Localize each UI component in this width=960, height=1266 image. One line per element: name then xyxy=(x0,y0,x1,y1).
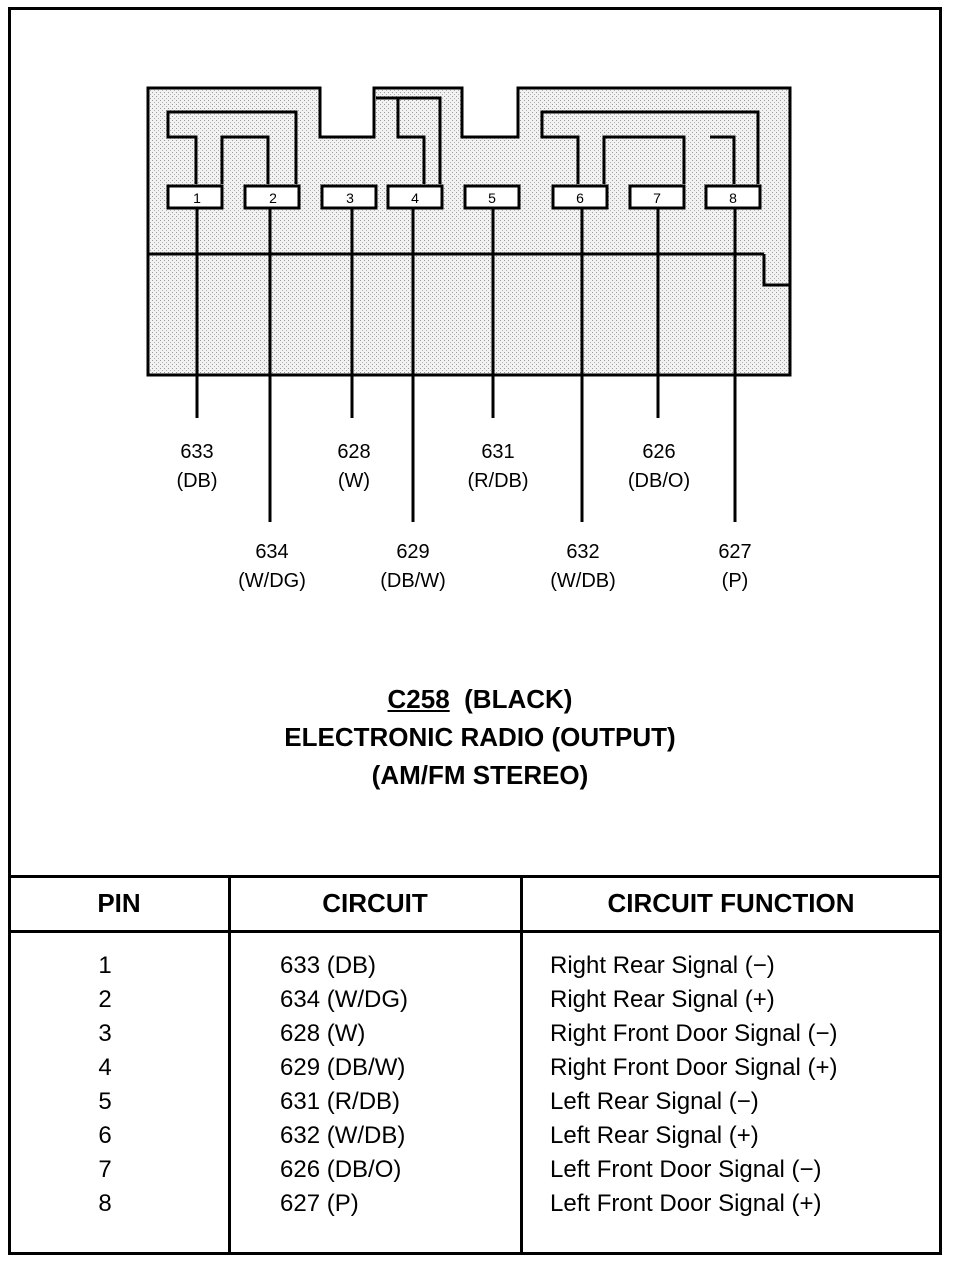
pin-terminals xyxy=(166,184,762,210)
connector-name: ELECTRONIC RADIO (OUTPUT) xyxy=(284,722,676,752)
circuit-number: 629 xyxy=(396,541,430,563)
trace-pins-3-4 xyxy=(376,96,442,184)
pin-number-1: 1 xyxy=(193,190,201,206)
pin-cell: 5 xyxy=(98,1088,112,1115)
wire-color: (W) xyxy=(337,470,371,492)
trace-pin-7 xyxy=(602,135,736,184)
function-cell: Right Rear Signal (−) xyxy=(550,952,775,979)
circuit-cell: 634 (W/DG) xyxy=(280,986,409,1013)
pin-cell: 4 xyxy=(98,1054,112,1081)
body-notch xyxy=(762,254,790,287)
function-cell: Right Front Door Signal (+) xyxy=(550,1054,838,1081)
function-cell: Left Rear Signal (−) xyxy=(550,1088,759,1115)
connector-diagram: 1 2 3 4 5 6 7 8 xyxy=(146,86,792,522)
pin-number-6: 6 xyxy=(576,190,584,206)
header-pin: PIN xyxy=(97,888,141,918)
function-cell: Left Rear Signal (+) xyxy=(550,1122,759,1149)
circuit-number: 628 xyxy=(337,441,371,463)
function-cell: Left Front Door Signal (+) xyxy=(550,1190,822,1217)
circuit-number: 626 xyxy=(642,441,676,463)
pin-terminal-8 xyxy=(704,184,762,210)
circuit-cell: 629 (DB/W) xyxy=(280,1054,406,1081)
pin-number-2: 2 xyxy=(269,190,277,206)
circuit-cell: 633 (DB) xyxy=(280,952,377,979)
outer-frame xyxy=(8,7,942,1255)
circuit-cell: 632 (W/DB) xyxy=(280,1122,406,1149)
pin-number-7: 7 xyxy=(653,190,661,206)
function-cell: Right Rear Signal (+) xyxy=(550,986,775,1013)
circuit-number: 633 xyxy=(180,441,214,463)
wire-color: (W/DG) xyxy=(238,570,306,592)
wire-color: (R/DB) xyxy=(467,470,529,492)
wire-label-626: 626 (DB/O) xyxy=(599,438,719,496)
pin-terminal-4 xyxy=(386,184,444,210)
connector-subtitle: (AM/FM STEREO) xyxy=(371,760,589,790)
circuit-cell: 628 (W) xyxy=(280,1020,366,1047)
table-col-divider-2 xyxy=(520,876,523,1254)
wire-label-628: 628 (W) xyxy=(294,438,414,496)
circuit-cell: 626 (DB/O) xyxy=(280,1156,402,1183)
trace-pins-6-8 xyxy=(540,110,760,184)
circuit-number: 632 xyxy=(566,541,600,563)
table-col-divider-1 xyxy=(228,876,231,1254)
wire-color: (P) xyxy=(721,570,749,592)
wire-color: (DB/O) xyxy=(627,470,691,492)
header-circuit-function: CIRCUIT FUNCTION xyxy=(607,888,855,918)
wire-label-633: 633 (DB) xyxy=(137,438,257,496)
wire-label-632: 632 (W/DB) xyxy=(523,538,643,596)
pin-cell: 1 xyxy=(98,952,112,979)
wire-color: (DB/W) xyxy=(380,570,446,592)
table-top-rule xyxy=(8,875,942,878)
pin-terminal-1 xyxy=(166,184,224,210)
pin-cell: 8 xyxy=(98,1190,112,1217)
pin-number-5: 5 xyxy=(488,190,496,206)
pin-terminal-6 xyxy=(551,184,609,210)
connector-color: (BLACK) xyxy=(464,684,573,714)
wire-label-631: 631 (R/DB) xyxy=(438,438,558,496)
trace-pin-2 xyxy=(220,135,270,184)
wire-label-634: 634 (W/DG) xyxy=(212,538,332,596)
connector-body xyxy=(146,86,792,377)
pin-number-4: 4 xyxy=(411,190,419,206)
pin-terminal-2 xyxy=(243,184,301,210)
header-circuit: CIRCUIT xyxy=(322,888,428,918)
pin-cell: 2 xyxy=(98,986,112,1013)
pin-terminal-3 xyxy=(320,184,378,210)
connector-title: C258 (BLACK) xyxy=(0,684,960,715)
wire-label-629: 629 (DB/W) xyxy=(353,538,473,596)
circuit-number: 631 xyxy=(481,441,515,463)
function-cell: Left Front Door Signal (−) xyxy=(550,1156,822,1183)
pin-cell: 7 xyxy=(98,1156,112,1183)
connector-id: C258 xyxy=(387,684,450,714)
circuit-number: 634 xyxy=(255,541,289,563)
circuit-number: 627 xyxy=(718,541,752,563)
pin-number-3: 3 xyxy=(346,190,354,206)
trace-pins-1-2 xyxy=(166,110,298,184)
pin-cell: 6 xyxy=(98,1122,112,1149)
table-header-rule xyxy=(8,930,942,933)
pin-cell: 3 xyxy=(98,1020,112,1047)
wire-color: (W/DB) xyxy=(550,570,616,592)
wire-color: (DB) xyxy=(176,470,218,492)
pin-number-8: 8 xyxy=(729,190,737,206)
wire-label-627: 627 (P) xyxy=(675,538,795,596)
circuit-cell: 627 (P) xyxy=(280,1190,359,1217)
function-cell: Right Front Door Signal (−) xyxy=(550,1020,838,1047)
circuit-cell: 631 (R/DB) xyxy=(280,1088,401,1115)
